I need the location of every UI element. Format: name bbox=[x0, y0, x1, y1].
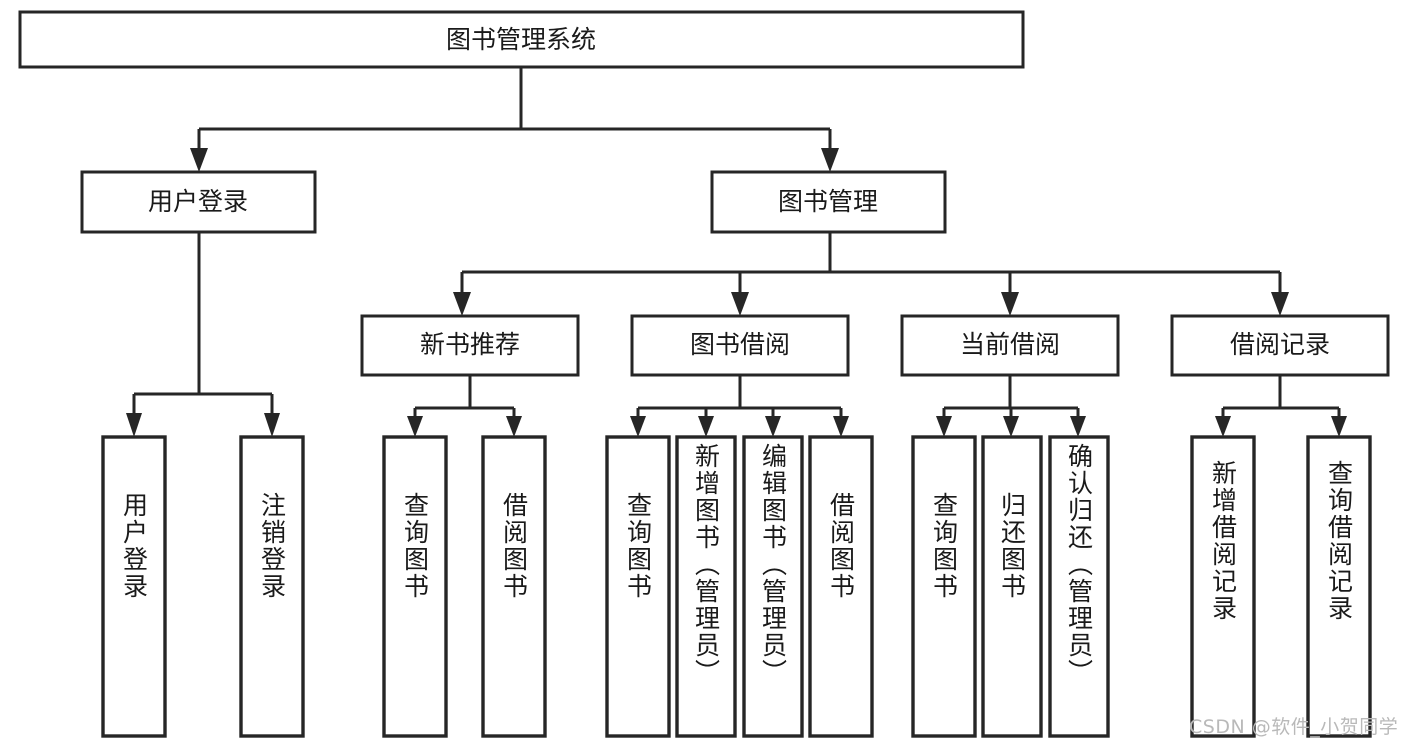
node-borrow-record-label: 借阅记录 bbox=[1230, 330, 1330, 359]
connector-group-borrow-record bbox=[1215, 375, 1347, 437]
leaf-rect-current-borrow-2[interactable] bbox=[981, 435, 1043, 738]
arrowhead-ul-leaf-1 bbox=[126, 413, 142, 437]
connector-group-book-borrow bbox=[630, 375, 849, 437]
node-book-borrow-rect[interactable] bbox=[630, 314, 850, 377]
arrowhead-cb-leaf-1 bbox=[936, 416, 952, 437]
arrowhead-nb-leaf-2 bbox=[506, 416, 522, 437]
arrowhead-br-leaf-2 bbox=[1331, 416, 1347, 437]
node-new-book-recommend-rect[interactable] bbox=[360, 314, 580, 377]
leaf-rect-current-borrow-3[interactable] bbox=[1048, 435, 1110, 738]
arrowhead-book-manage bbox=[821, 148, 839, 172]
node-borrow-record[interactable]: 借阅记录 bbox=[1170, 314, 1390, 377]
node-borrow-record-rect[interactable] bbox=[1170, 314, 1390, 377]
leaf-rect-borrow-record-2[interactable] bbox=[1306, 435, 1372, 738]
leaf-rect-new-book-2[interactable] bbox=[481, 435, 547, 738]
arrowhead-bb-leaf-3 bbox=[765, 416, 781, 437]
node-current-borrow-label: 当前借阅 bbox=[960, 330, 1060, 359]
leaf-rect-book-borrow-4[interactable] bbox=[808, 435, 874, 738]
arrowhead-borrow-record bbox=[1271, 292, 1289, 316]
leaf-rect-new-book-1[interactable] bbox=[382, 435, 448, 738]
leaf-rect-user-login-2[interactable] bbox=[239, 435, 305, 738]
arrowhead-book-borrow bbox=[731, 292, 749, 316]
arrowhead-ul-leaf-2 bbox=[264, 413, 280, 437]
node-book-manage[interactable]: 图书管理 bbox=[710, 170, 947, 234]
leaf-rect-book-borrow-2[interactable] bbox=[675, 435, 737, 738]
leaf-rect-book-borrow-3[interactable] bbox=[742, 435, 804, 738]
leaf-rect-borrow-record-1[interactable] bbox=[1190, 435, 1256, 738]
arrowhead-bb-leaf-2 bbox=[698, 416, 714, 437]
arrowhead-user-login bbox=[190, 148, 208, 172]
leaf-rect-book-borrow-1[interactable] bbox=[605, 435, 671, 738]
node-user-login[interactable]: 用户登录 bbox=[80, 170, 317, 234]
connector-group-root bbox=[190, 67, 839, 172]
node-user-login-rect[interactable] bbox=[80, 170, 317, 234]
arrowhead-nb-leaf-1 bbox=[407, 416, 423, 437]
node-book-manage-rect[interactable] bbox=[710, 170, 947, 234]
node-root[interactable]: 图书管理系统 bbox=[18, 10, 1025, 69]
arrowhead-cb-leaf-3 bbox=[1070, 416, 1086, 437]
arrowhead-cb-leaf-2 bbox=[1003, 416, 1019, 437]
arrowhead-new-book-recommend bbox=[453, 292, 471, 316]
arrowhead-br-leaf-1 bbox=[1215, 416, 1231, 437]
leaf-rect-current-borrow-1[interactable] bbox=[911, 435, 977, 738]
arrowhead-current-borrow bbox=[1001, 292, 1019, 316]
node-root-rect[interactable] bbox=[18, 10, 1025, 69]
node-book-borrow[interactable]: 图书借阅 bbox=[630, 314, 850, 377]
leaf-rect-user-login-1[interactable] bbox=[101, 435, 167, 738]
arrowhead-bb-leaf-4 bbox=[833, 416, 849, 437]
node-new-book-recommend-label: 新书推荐 bbox=[420, 330, 520, 359]
node-root-label: 图书管理系统 bbox=[446, 25, 596, 54]
node-current-borrow[interactable]: 当前借阅 bbox=[900, 314, 1120, 377]
connector-group-new-book-recommend bbox=[407, 375, 522, 437]
node-user-login-label: 用户登录 bbox=[148, 187, 248, 216]
connector-group-user-login bbox=[126, 232, 280, 437]
node-book-borrow-label: 图书借阅 bbox=[690, 330, 790, 359]
connector-group-current-borrow bbox=[936, 375, 1086, 437]
connector-group-book-manage bbox=[453, 232, 1289, 316]
arrowhead-bb-leaf-1 bbox=[630, 416, 646, 437]
node-current-borrow-rect[interactable] bbox=[900, 314, 1120, 377]
node-book-manage-label: 图书管理 bbox=[778, 187, 878, 216]
node-new-book-recommend[interactable]: 新书推荐 bbox=[360, 314, 580, 377]
